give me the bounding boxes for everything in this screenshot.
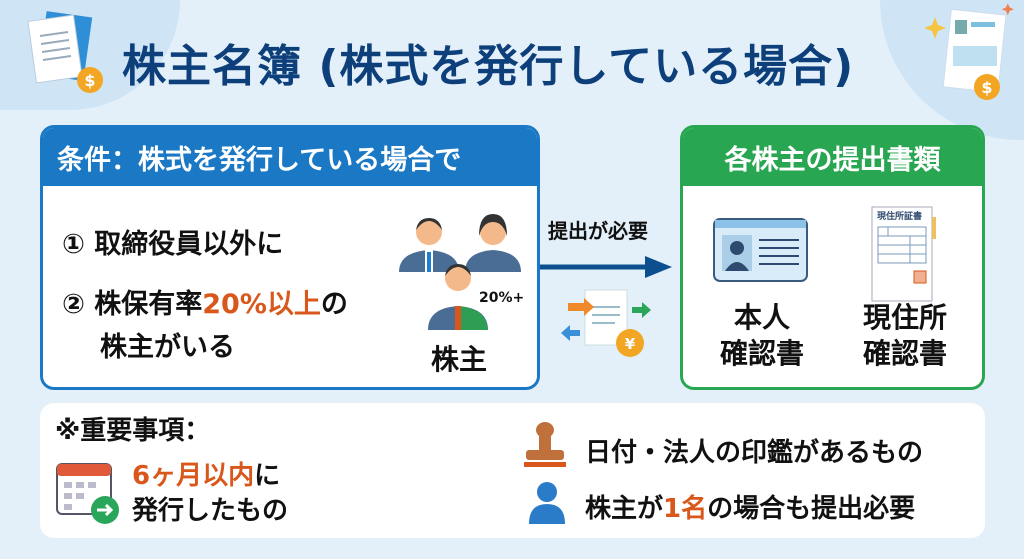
condition-item-1: ① 取締役員以外に	[62, 229, 284, 260]
condition-item-2-line2: 株主がいる	[100, 332, 235, 363]
document-coin-icon: $	[27, 11, 103, 93]
svg-text:¥: ¥	[625, 335, 636, 353]
ownership-badge: 20%+	[479, 290, 524, 306]
svg-text:$: $	[84, 71, 95, 90]
item2-highlight: 20%以上	[202, 289, 321, 320]
doc2-line1: 現住所	[862, 301, 947, 334]
doc1-line1: 本人	[733, 301, 790, 334]
documents-header: 各株主の提出書類	[683, 128, 982, 186]
condition-header: 条件：株式を発行している場合で	[43, 128, 537, 186]
arrow-label: 提出が必要	[548, 219, 648, 243]
n3-prefix: 株主が	[585, 494, 664, 524]
item2-prefix: ② 株保有率	[62, 289, 203, 320]
note-period-line2: 発行したもの	[132, 496, 289, 526]
residence-certificate-icon: 現住所証書	[871, 206, 936, 302]
n3-highlight: 1名	[663, 494, 708, 524]
note-seal: 日付・法人の印鑑があるもの	[585, 438, 924, 468]
doc2-line2: 確認書	[862, 337, 947, 370]
note-period-highlight: 6ヶ月以内	[132, 461, 255, 491]
n3-suffix: の場合も提出必要	[707, 494, 916, 524]
page-title: 株主名簿 (株式を発行している場合)	[122, 41, 855, 92]
document-exchange-icon: ¥	[561, 289, 651, 357]
notes-panel	[40, 403, 985, 538]
condition-item-2: ② 株保有率20%以上の	[62, 282, 348, 321]
calendar-icon	[56, 463, 119, 524]
note-single-shareholder: 株主が1名の場合も提出必要	[585, 488, 915, 525]
certificate-title: 現住所証書	[877, 210, 922, 222]
stamp-icon	[524, 422, 566, 467]
doc1-line2: 確認書	[719, 337, 804, 370]
note-period-suffix: に	[254, 461, 281, 491]
note-period: 6ヶ月以内に	[132, 455, 280, 492]
notes-heading: ※重要事項：	[55, 416, 211, 446]
id-card-icon	[713, 218, 808, 282]
id-document-coin-icon: $	[925, 3, 1014, 100]
person-icon	[529, 482, 565, 524]
residence-document-label: 現住所確認書	[850, 300, 960, 372]
svg-text:$: $	[981, 78, 992, 97]
item2-suffix: の	[320, 289, 348, 320]
condition-panel: 条件：株式を発行している場合で	[40, 125, 540, 390]
arrow-right-icon	[540, 256, 672, 278]
shareholders-icon: 20%+	[399, 214, 524, 330]
shareholder-label: 株主	[431, 343, 488, 376]
id-document-label: 本人確認書	[712, 300, 812, 372]
